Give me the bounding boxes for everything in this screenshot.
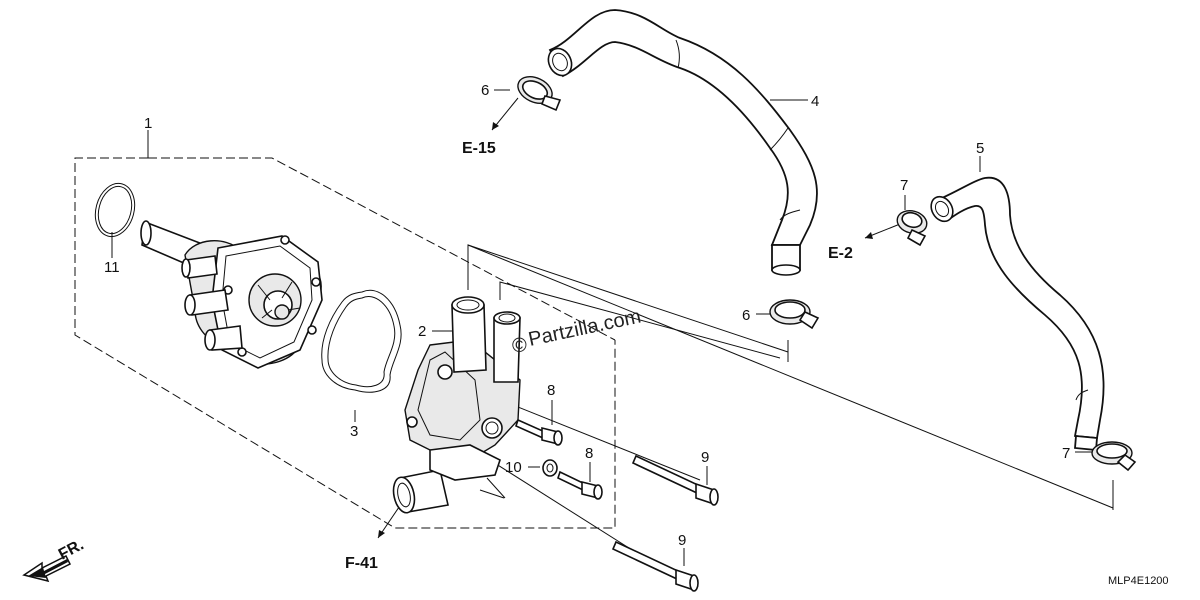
o-ring-part-11 [94,182,136,238]
hose-part-4 [547,9,818,276]
bolt-part-9-upper [631,454,719,506]
clamp-part-6-upper [517,76,562,112]
callout-8-lower[interactable]: 8 [585,445,593,462]
front-direction-arrow: FR. [22,536,87,583]
ref-e-15[interactable]: E-15 [462,140,496,157]
watermark: © Partzilla.com [512,306,643,357]
section-references: E-15 E-2 F-41 [345,140,853,572]
callout-1[interactable]: 1 [144,115,152,132]
callout-2[interactable]: 2 [418,323,426,340]
ref-e-2[interactable]: E-2 [828,245,853,262]
thermostat-housing-part-2 [392,296,521,514]
clamp-part-6-lower [769,299,820,330]
assembly-outline [74,130,616,529]
clamp-part-7-lower [1091,441,1137,472]
ref-f-41[interactable]: F-41 [345,555,378,572]
washer-part-10 [542,459,558,477]
bolt-part-8-lower [557,470,603,500]
callout-8-upper[interactable]: 8 [547,382,555,399]
callout-6-upper[interactable]: 6 [481,82,489,99]
callout-3[interactable]: 3 [350,423,358,440]
callout-11[interactable]: 11 [104,259,120,276]
clamp-part-7-upper [896,209,928,247]
bolt-part-9-lower [611,540,699,592]
watermark-text: Partzilla.com [526,306,643,351]
hose-part-5 [930,177,1105,451]
drawing-code: MLP4E1200 [1108,575,1169,587]
callout-9-upper[interactable]: 9 [701,449,709,466]
callout-7-upper[interactable]: 7 [900,177,908,194]
watermark-symbol: © [512,335,527,357]
water-pump-part-1 [140,220,323,369]
callout-9-lower[interactable]: 9 [678,532,686,549]
bolt-part-8-upper [515,418,563,446]
callout-4[interactable]: 4 [811,93,819,110]
gasket-part-3 [321,289,402,393]
callouts: 1 2 3 4 5 6 6 7 7 8 8 9 9 10 11 [104,82,1070,549]
callout-7-lower[interactable]: 7 [1062,445,1070,462]
callout-5[interactable]: 5 [976,140,984,157]
callout-6-lower[interactable]: 6 [742,307,750,324]
callout-10[interactable]: 10 [505,459,522,476]
